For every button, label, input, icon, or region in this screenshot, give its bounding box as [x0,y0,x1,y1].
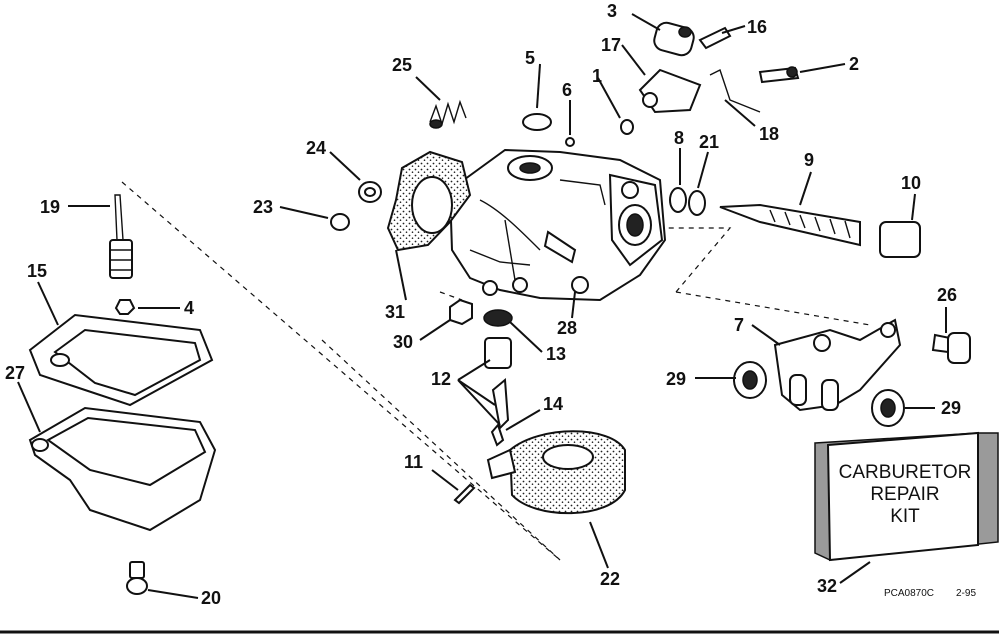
screw-26 [931,332,971,364]
drain-stem-19 [109,194,133,279]
callout-9: 9 [804,150,814,170]
kit-label-line1: CARBURETOR [839,462,972,483]
bushing-29-left [733,361,767,399]
bowl-gasket [28,313,214,407]
callout-12: 12 [431,369,451,389]
needle-valve [719,203,921,258]
washer-23 [330,213,350,231]
callout-31: 31 [385,302,405,322]
screw-20 [126,561,148,595]
kit-label-line3: KIT [890,506,920,527]
ball [565,137,575,147]
callout-28: 28 [557,318,577,338]
callout-13: 13 [546,344,566,364]
callout-17: 17 [601,35,621,55]
washer-8 [669,187,687,213]
callout-14: 14 [543,394,563,414]
callout-32: 32 [817,576,837,596]
pin-14 [490,423,505,447]
repair-kit-box: CARBURETOR REPAIR KIT [814,431,999,562]
throttle-lever [773,318,902,412]
callout-22: 22 [600,569,620,589]
callout-7: 7 [734,315,744,335]
callout-15: 15 [27,261,47,281]
pin-11 [453,483,476,505]
callout-6: 6 [562,80,572,100]
seat-13 [483,309,513,327]
callout-23: 23 [253,197,273,217]
callout-30: 30 [393,332,413,352]
kit-label-line2: REPAIR [870,484,939,505]
callout-29-left: 29 [666,369,686,389]
nut-30 [449,298,473,326]
flange-gasket [386,150,472,252]
callout-18: 18 [759,124,779,144]
callout-2: 2 [849,54,859,74]
callout-19: 19 [40,197,60,217]
bushing-29-right [871,389,905,427]
callout-25: 25 [392,55,412,75]
washer-24-inner [364,187,376,197]
callout-4: 4 [184,298,194,318]
spring [429,99,467,129]
carburetor-body [448,148,667,302]
linkage-parts [620,21,800,135]
callout-8: 8 [674,128,684,148]
callout-26: 26 [937,285,957,305]
alignment-lines [121,181,871,561]
float-bowl [28,406,217,532]
callout-5: 5 [525,48,535,68]
callout-1: 1 [592,66,602,86]
callout-16: 16 [747,17,767,37]
drawing-code: PCA0870C [884,588,934,599]
callout-10: 10 [901,173,921,193]
callout-27: 27 [5,363,25,383]
leader-lines [17,13,947,599]
callout-numbers: 3 16 2 17 1 18 5 6 25 24 23 8 21 9 10 31… [5,1,961,608]
washer-21 [688,190,706,216]
callout-3: 3 [607,1,617,21]
float [486,430,626,515]
callout-20: 20 [201,588,221,608]
callout-21: 21 [699,132,719,152]
nut-4 [114,299,136,315]
needle-seat-12 [484,337,512,431]
welch-plug [522,113,552,131]
callout-24: 24 [306,138,326,158]
callout-29-right: 29 [941,398,961,418]
callout-11: 11 [404,452,423,472]
drawing-date: 2-95 [956,588,976,599]
